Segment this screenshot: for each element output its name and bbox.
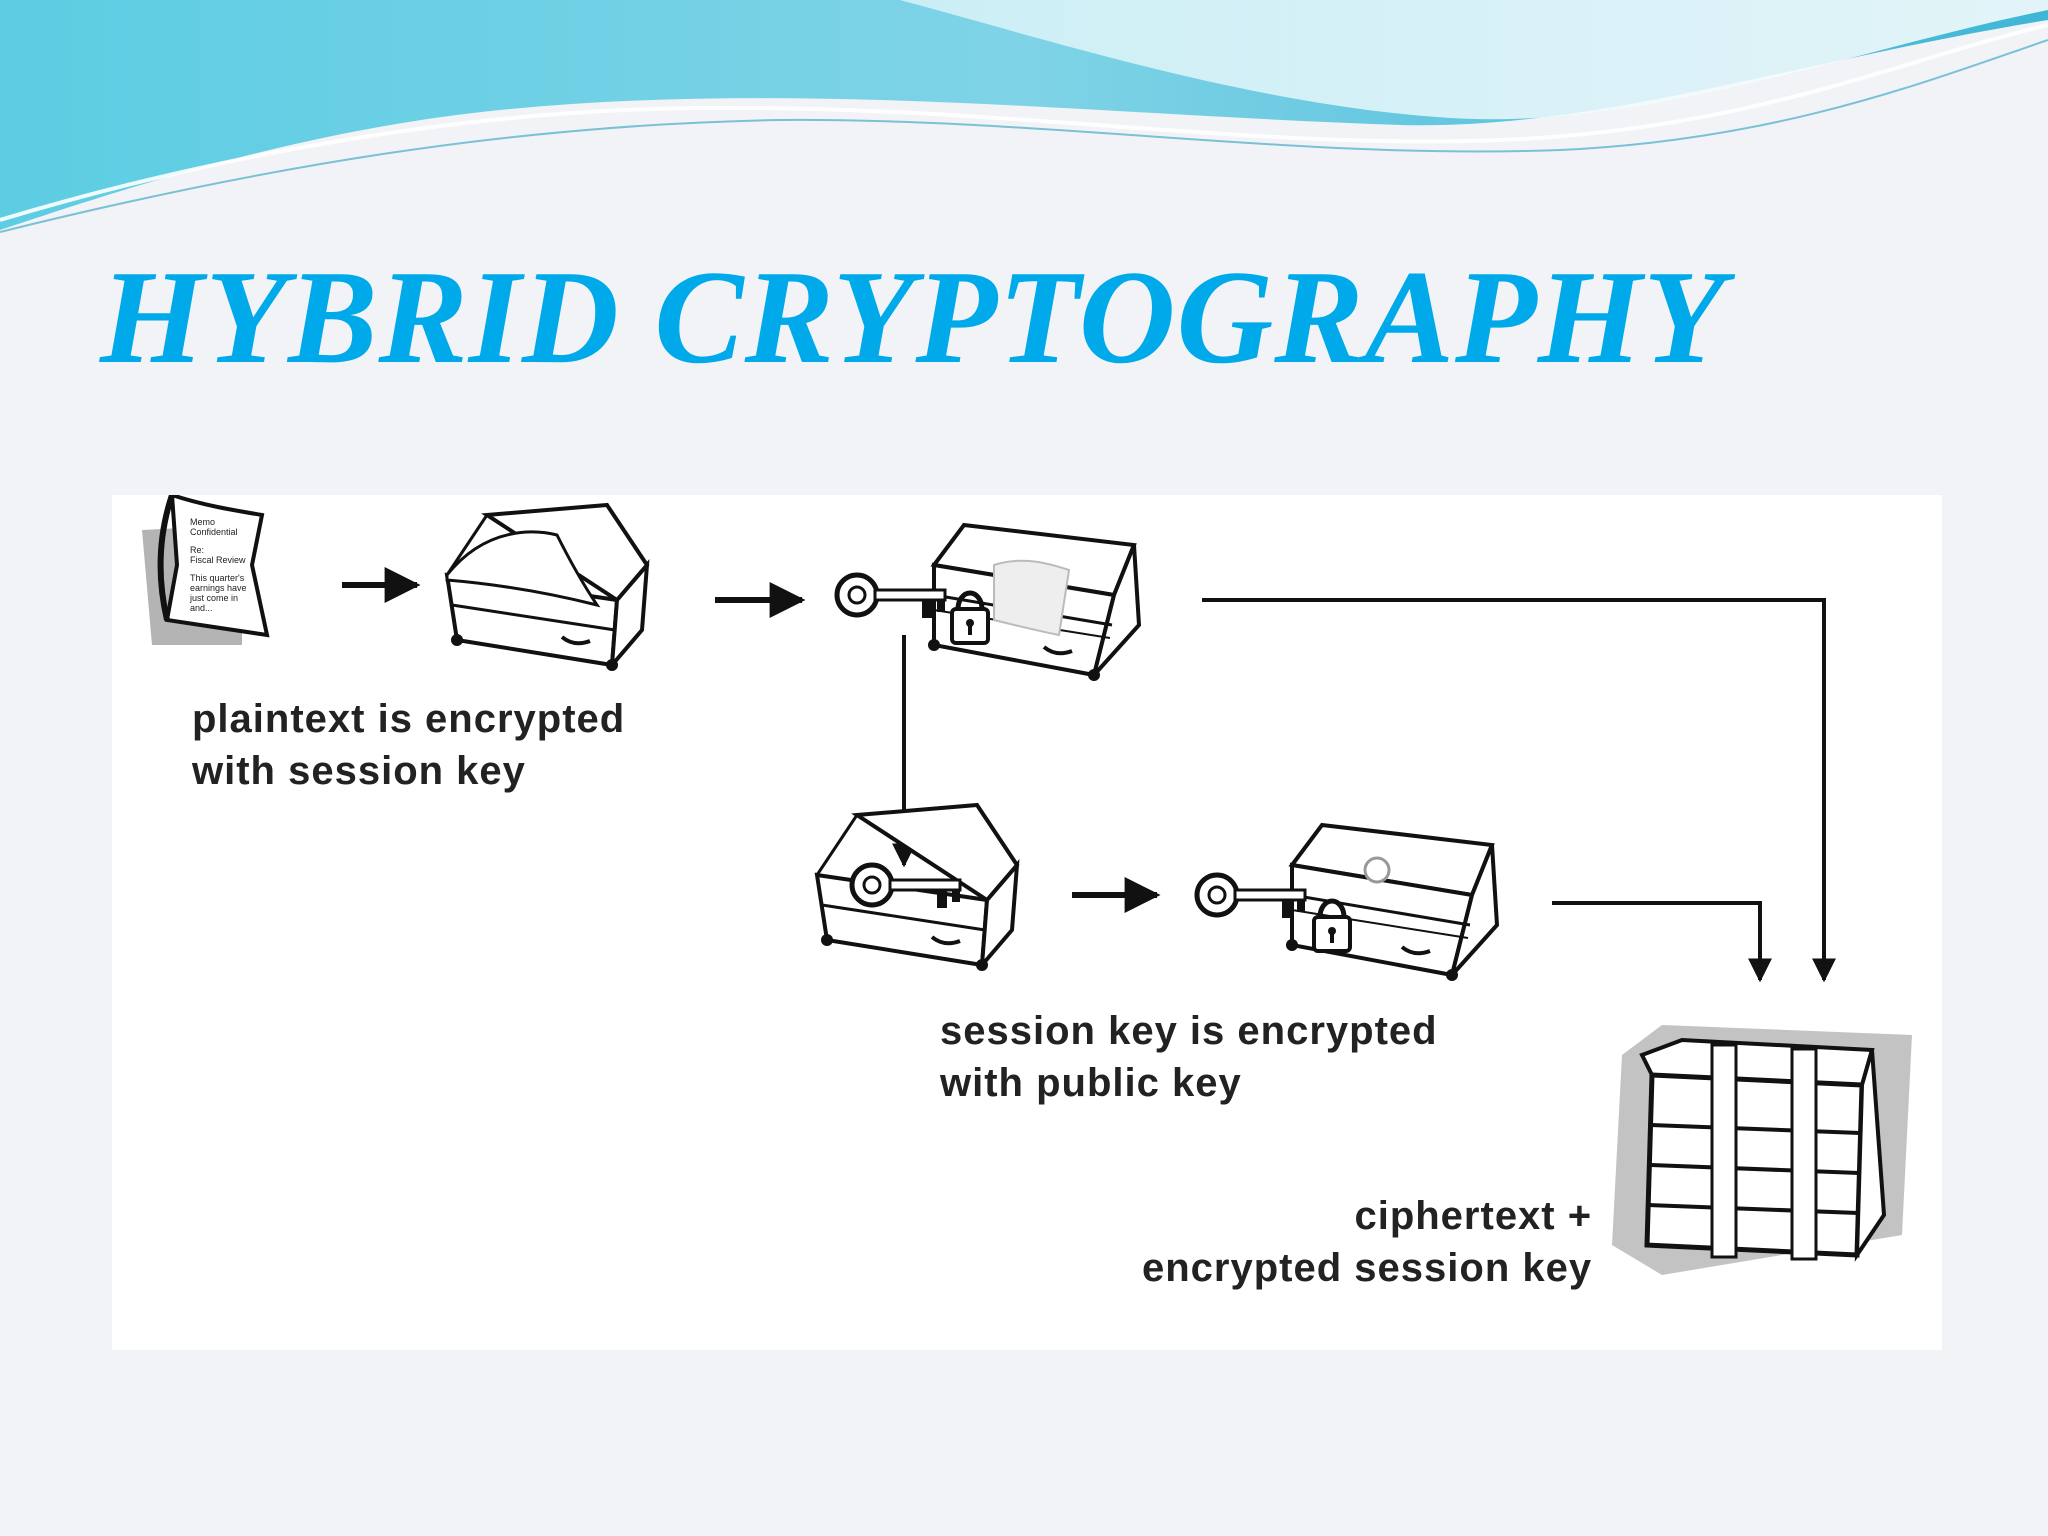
memo-line: and... <box>190 603 213 613</box>
caption-line: with session key <box>192 749 526 793</box>
open-chest-with-plaintext-icon <box>445 503 649 673</box>
locked-chest-public-key-icon <box>1284 823 1499 983</box>
public-key-icon <box>1197 875 1305 918</box>
caption-line: session key is encrypted <box>940 1009 1438 1053</box>
caption-line: encrypted session key <box>1142 1246 1593 1290</box>
caption-line: ciphertext + <box>1354 1194 1593 1238</box>
caption-line: with public key <box>940 1061 1242 1105</box>
ciphertext-bundle-icon <box>1612 1025 1912 1275</box>
caption-session-key-encrypted: session key is encrypted with public key <box>940 1005 1438 1109</box>
caption-plaintext-encrypted: plaintext is encrypted with session key <box>192 693 625 797</box>
connector-encrypted-key-to-bundle <box>1552 901 1772 983</box>
session-key-icon <box>837 575 945 618</box>
memo-line: Fiscal Review <box>190 555 246 565</box>
plaintext-memo-icon: Memo Confidential Re: Fiscal Review This… <box>142 495 270 645</box>
caption-ciphertext-result: ciphertext + encrypted session key <box>1142 1190 1592 1294</box>
memo-line: This quarter's <box>190 573 245 583</box>
header-wave-banner <box>0 0 2048 233</box>
memo-line: Re: <box>190 545 204 555</box>
hybrid-crypto-diagram: Memo Confidential Re: Fiscal Review This… <box>112 495 1942 1350</box>
memo-line: earnings have <box>190 583 247 593</box>
memo-line: Memo <box>190 517 215 527</box>
connector-ciphertext-to-bundle <box>1202 598 1836 983</box>
memo-line: Confidential <box>190 527 238 537</box>
locked-chest-session-key-icon <box>926 523 1141 683</box>
memo-line: just come in <box>189 593 238 603</box>
caption-line: plaintext is encrypted <box>192 697 626 741</box>
slide-title: HYBRID CRYPTOGRAPHY <box>100 243 1726 391</box>
